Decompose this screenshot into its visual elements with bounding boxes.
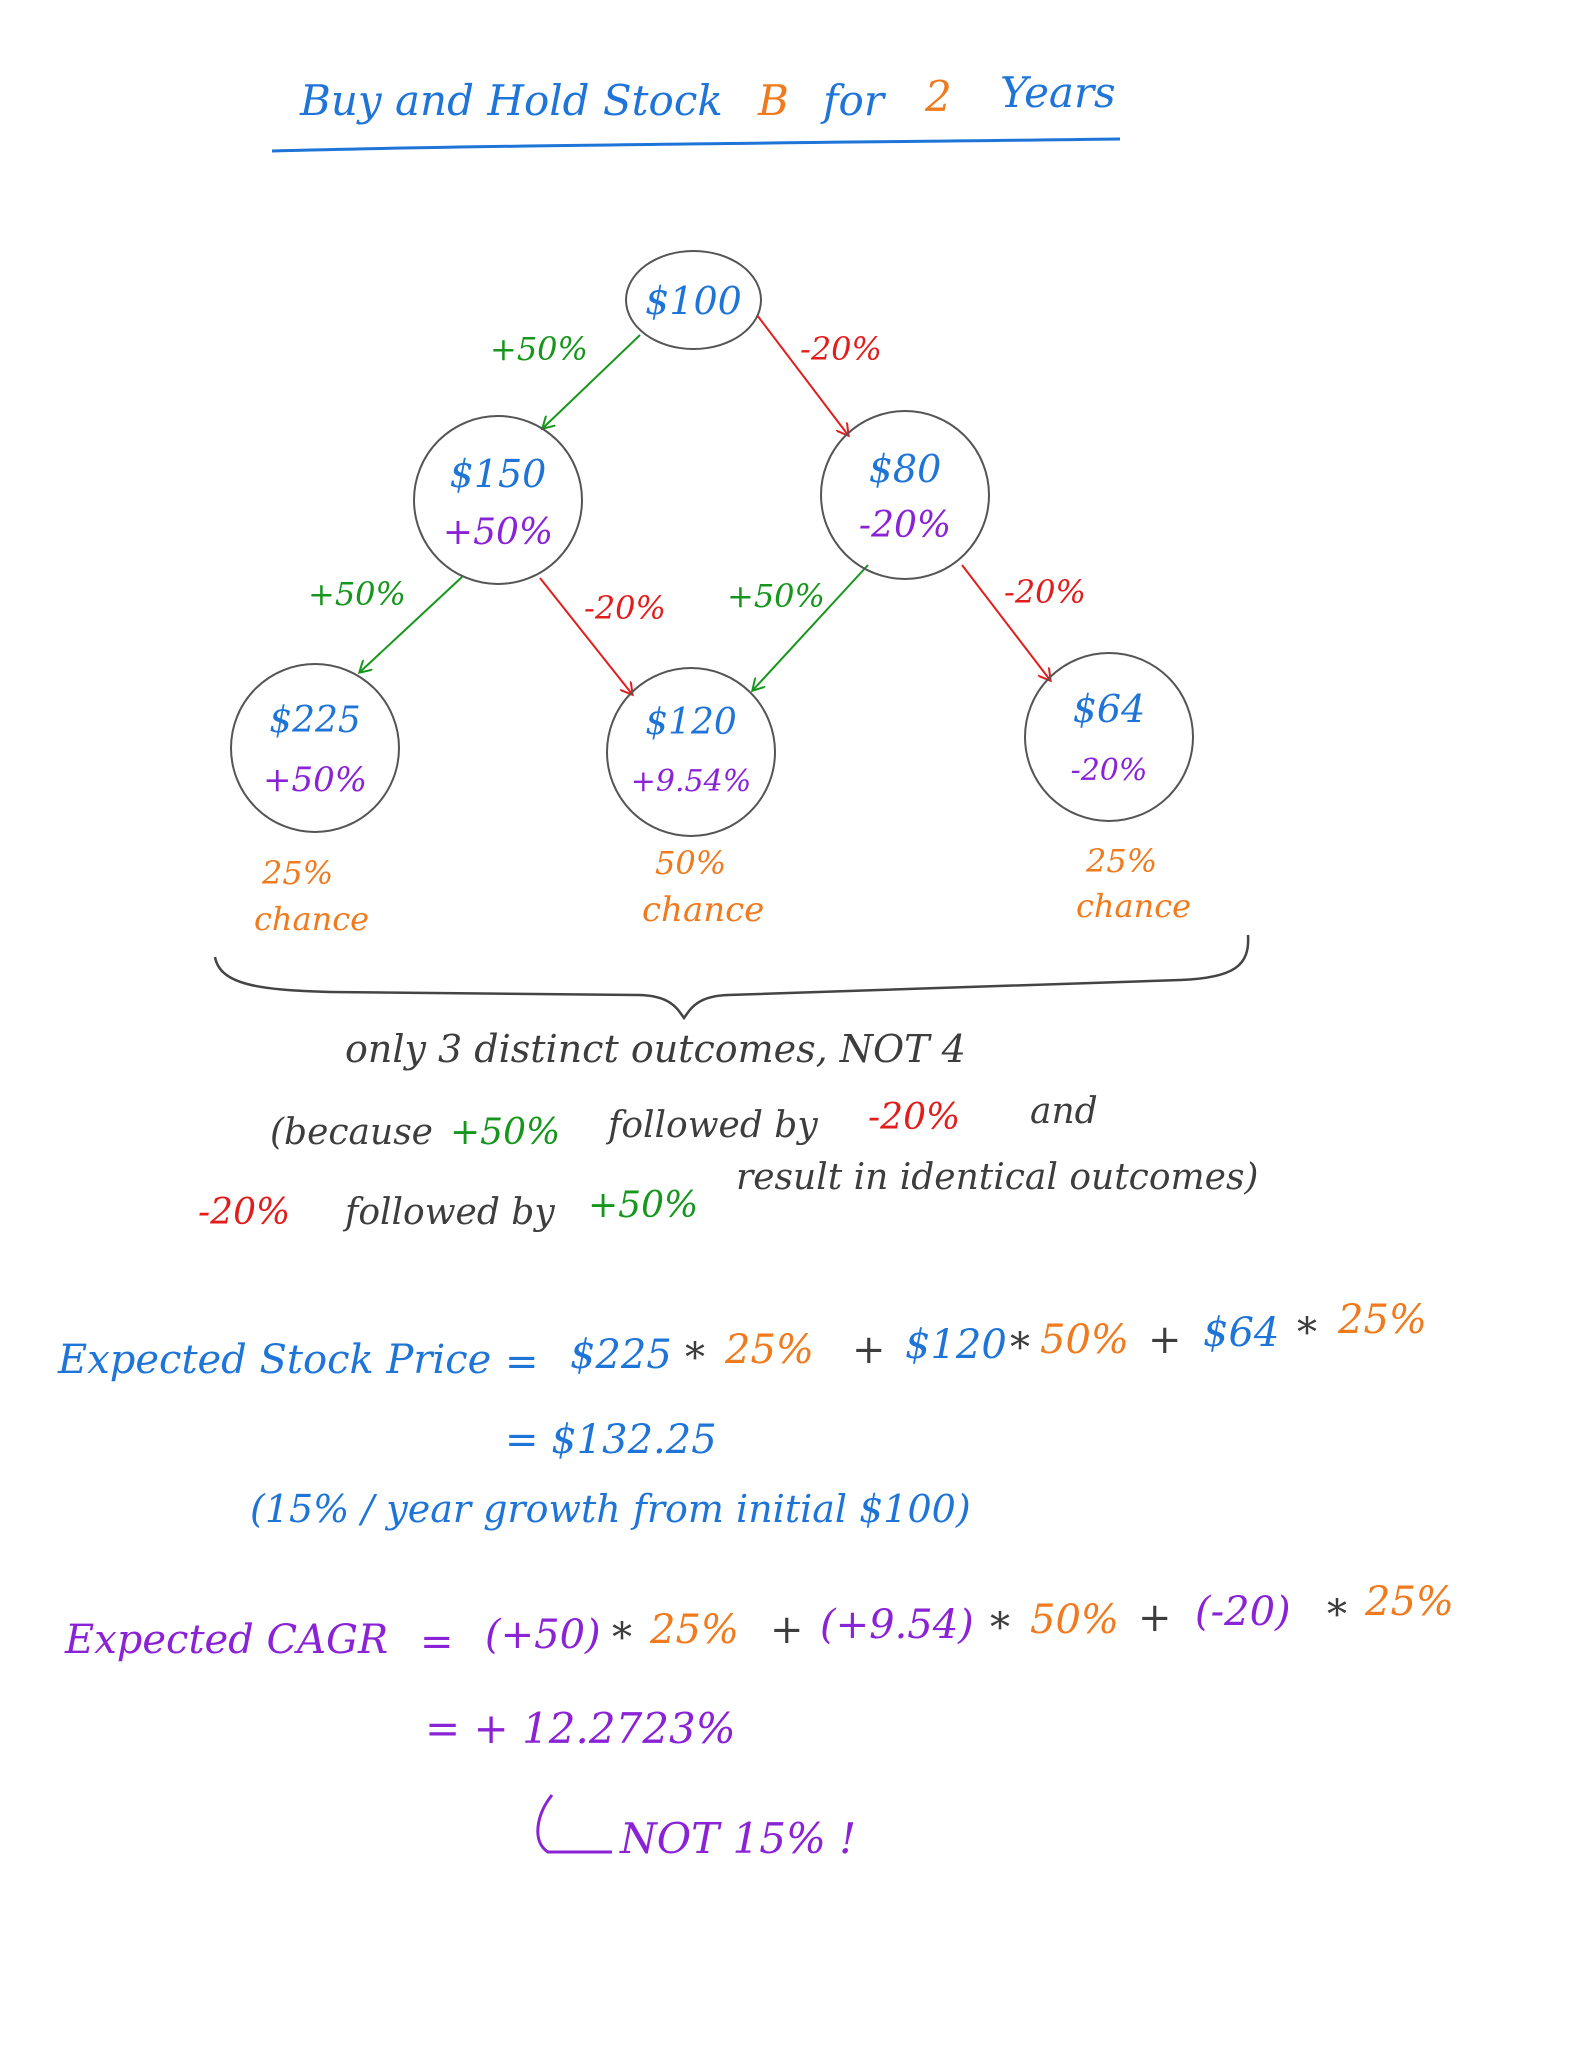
cagr-star3: * bbox=[1327, 1592, 1347, 1638]
node-225-value: $225 bbox=[269, 700, 361, 741]
price-star3: * bbox=[1297, 1310, 1317, 1356]
curly-brace bbox=[213, 934, 1250, 1021]
node-120-value: $120 bbox=[645, 702, 737, 743]
edge-label-150-120: -20% bbox=[584, 589, 666, 627]
note-line2-b: +50% bbox=[450, 1112, 561, 1153]
edge-label-150-225: +50% bbox=[308, 575, 406, 613]
cagr-prob2: 50% bbox=[1030, 1597, 1119, 1643]
node-150: $150 +50% bbox=[413, 415, 583, 585]
chance-120-word: chance bbox=[642, 890, 765, 930]
node-80-cagr: -20% bbox=[858, 505, 952, 546]
price-star1: * bbox=[685, 1335, 705, 1381]
corner-mark bbox=[536, 1794, 612, 1854]
title-part2: for bbox=[823, 76, 884, 125]
cagr-term1: (+50) bbox=[485, 1612, 601, 1658]
price-growth: (15% / year growth from initial $100) bbox=[250, 1487, 971, 1531]
cagr-not-label: NOT 15% ! bbox=[620, 1814, 857, 1863]
edge-label-root-150: +50% bbox=[490, 330, 588, 368]
price-term2: $120 bbox=[905, 1322, 1007, 1368]
node-225-cagr: +50% bbox=[262, 760, 368, 800]
cagr-term3: (-20) bbox=[1195, 1589, 1291, 1635]
edge-label-80-64: -20% bbox=[1004, 573, 1086, 611]
chance-225-percent: 25% bbox=[262, 854, 334, 892]
arrow-root-150 bbox=[543, 334, 641, 428]
note-line2-d: -20% bbox=[868, 1097, 961, 1138]
node-64-cagr: -20% bbox=[1070, 753, 1148, 788]
chance-64-word: chance bbox=[1076, 887, 1192, 925]
node-150-value: $150 bbox=[449, 452, 547, 496]
cagr-prob1: 25% bbox=[650, 1607, 739, 1653]
arrow-150-225 bbox=[360, 576, 463, 672]
price-prob2: 50% bbox=[1040, 1317, 1129, 1363]
note-line3-b: followed by bbox=[345, 1192, 555, 1233]
cagr-result: = + 12.2723% bbox=[425, 1704, 736, 1753]
arrow-80-120 bbox=[753, 564, 869, 690]
title-stock: B bbox=[758, 76, 789, 125]
cagr-term2: (+9.54) bbox=[820, 1602, 974, 1648]
price-star2: * bbox=[1010, 1325, 1030, 1371]
node-150-cagr: +50% bbox=[442, 512, 554, 553]
price-plus1: + bbox=[852, 1327, 886, 1373]
price-term3: $64 bbox=[1203, 1310, 1280, 1356]
cagr-star1: * bbox=[612, 1615, 632, 1661]
arrow-root-80 bbox=[756, 314, 848, 435]
node-64-value: $64 bbox=[1072, 687, 1146, 731]
cagr-plus1: + bbox=[770, 1607, 804, 1653]
edge-label-80-120: +50% bbox=[727, 577, 825, 615]
edge-label-root-80: -20% bbox=[800, 330, 882, 368]
price-prob1: 25% bbox=[725, 1327, 814, 1373]
price-eq: = bbox=[505, 1339, 539, 1385]
title-underline bbox=[271, 137, 1121, 153]
title-part1: Buy and Hold Stock bbox=[300, 76, 723, 125]
cagr-label: Expected CAGR bbox=[65, 1617, 389, 1663]
chance-120-percent: 50% bbox=[655, 844, 727, 882]
price-prob3: 25% bbox=[1338, 1297, 1427, 1343]
price-label: Expected Stock Price bbox=[58, 1337, 492, 1383]
cagr-plus2: + bbox=[1138, 1595, 1172, 1641]
arrow-80-64 bbox=[961, 564, 1050, 680]
price-result: = $132.25 bbox=[505, 1417, 717, 1463]
node-120-cagr: +9.54% bbox=[630, 764, 752, 799]
node-root: $100 bbox=[625, 250, 762, 350]
title-part3: Years bbox=[1000, 68, 1116, 117]
node-80: $80 -20% bbox=[820, 410, 990, 580]
price-plus2: + bbox=[1148, 1317, 1182, 1363]
note-line2-a: (because bbox=[270, 1112, 433, 1153]
note-line2-c: followed by bbox=[608, 1105, 818, 1146]
cagr-eq: = bbox=[420, 1619, 454, 1665]
note-line1: only 3 distinct outcomes, NOT 4 bbox=[345, 1027, 966, 1071]
chance-64-percent: 25% bbox=[1086, 842, 1158, 880]
node-120: $120 +9.54% bbox=[606, 667, 776, 837]
node-80-value: $80 bbox=[868, 447, 942, 491]
note-line3-a: -20% bbox=[198, 1192, 291, 1233]
arrow-150-120 bbox=[539, 577, 632, 694]
price-term1: $225 bbox=[570, 1332, 672, 1378]
cagr-prob3: 25% bbox=[1365, 1579, 1454, 1625]
node-225: $225 +50% bbox=[230, 663, 400, 833]
node-64: $64 -20% bbox=[1024, 652, 1194, 822]
node-root-value: $100 bbox=[645, 279, 742, 323]
title-years-number: 2 bbox=[925, 72, 952, 121]
note-line3-c: +50% bbox=[588, 1185, 699, 1226]
cagr-star2: * bbox=[990, 1605, 1010, 1651]
note-line2-e: and bbox=[1030, 1091, 1098, 1132]
chance-225-word: chance bbox=[254, 900, 370, 938]
note-line3-d: result in identical outcomes) bbox=[736, 1157, 1259, 1198]
